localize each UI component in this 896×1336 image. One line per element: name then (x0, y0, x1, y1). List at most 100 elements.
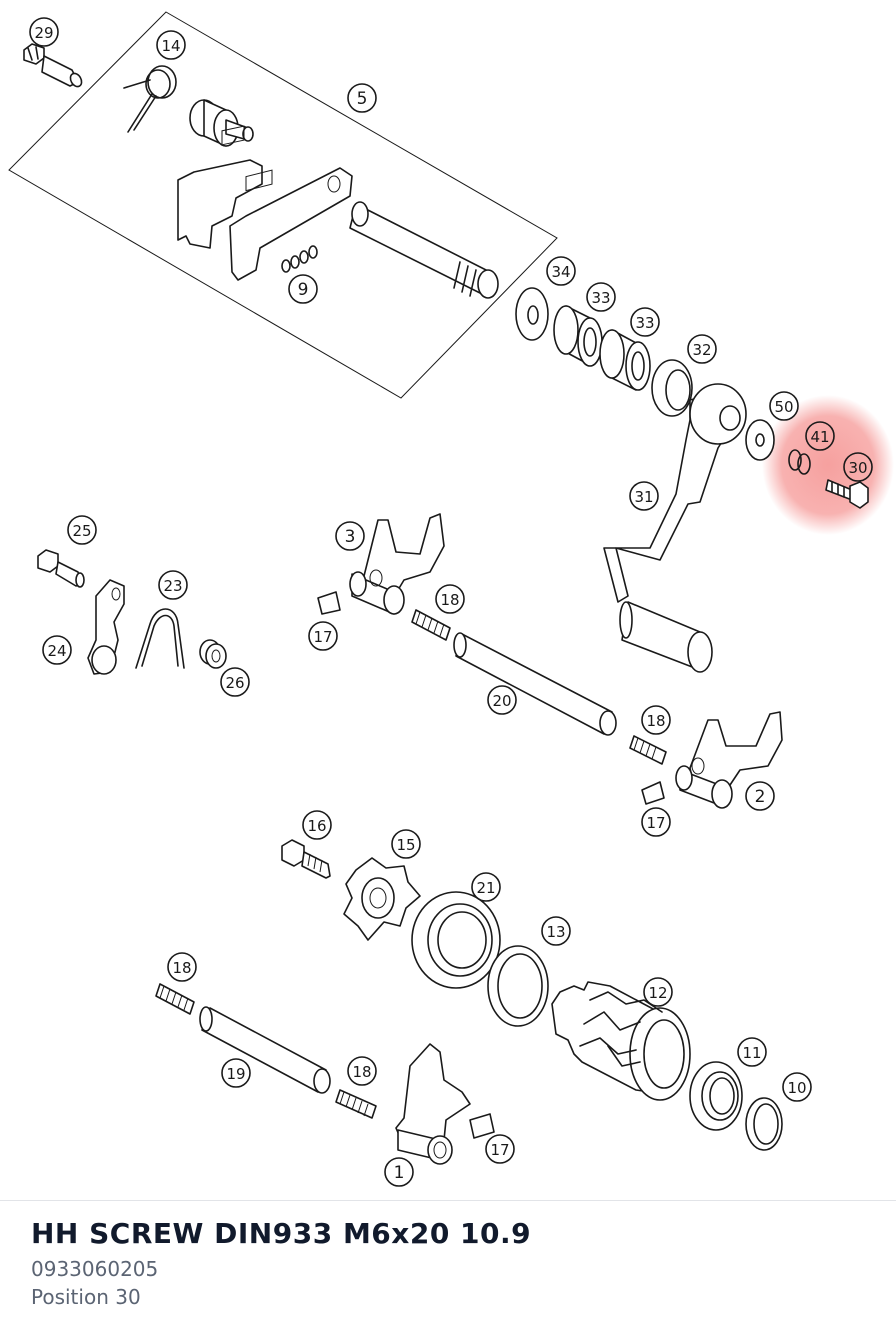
callout-number: 24 (47, 642, 66, 660)
part-41-spring-washer (788, 449, 811, 475)
callout-circle (782, 1072, 812, 1102)
part-18-spring-lower-left (155, 983, 195, 1015)
callout-number: 2 (755, 787, 766, 807)
callout-number: 31 (634, 488, 653, 506)
callout-16[interactable]: 16 (302, 810, 332, 840)
part-19-fork-shaft (199, 1006, 331, 1094)
callout-circle (347, 83, 377, 113)
callout-circle (805, 421, 835, 451)
callout-17[interactable]: 17 (308, 621, 338, 651)
callout-labels: 29 14 5 9 34 33 33 32 50 41 30 31 25 3 23 18 17 24 26 20 18 2… (29, 17, 873, 1187)
callout-number: 18 (352, 1063, 371, 1081)
callout-circle (641, 705, 671, 735)
callout-circle (641, 807, 671, 837)
callout-9[interactable]: 9 (288, 274, 318, 304)
callout-number: 33 (591, 289, 610, 307)
callout-number: 9 (298, 280, 309, 300)
part-13-ring (487, 945, 549, 1027)
part-20-fork-shaft (453, 632, 617, 736)
callout-1[interactable]: 1 (384, 1157, 414, 1187)
callout-33[interactable]: 33 (630, 307, 660, 337)
callout-18[interactable]: 18 (435, 584, 465, 614)
callout-26[interactable]: 26 (220, 667, 250, 697)
callout-number: 3 (345, 527, 356, 547)
part-3-shift-fork (349, 513, 445, 615)
callout-10[interactable]: 10 (782, 1072, 812, 1102)
callout-32[interactable]: 32 (687, 334, 717, 364)
callout-5[interactable]: 5 (347, 83, 377, 113)
callout-25[interactable]: 25 (67, 515, 97, 545)
callout-number: 29 (34, 24, 53, 42)
callout-number: 41 (810, 428, 829, 446)
part-18-spring-lower-middle (335, 1089, 377, 1119)
part-14-spring (123, 65, 177, 133)
callout-number: 33 (635, 314, 654, 332)
callout-24[interactable]: 24 (42, 635, 72, 665)
callout-circle (302, 810, 332, 840)
callout-circle (485, 1134, 515, 1164)
callout-number: 15 (396, 836, 415, 854)
callout-circle (687, 334, 717, 364)
callout-18[interactable]: 18 (347, 1056, 377, 1086)
part-32-seal (651, 359, 693, 417)
callout-number: 12 (648, 984, 667, 1002)
callout-33[interactable]: 33 (586, 282, 616, 312)
callout-19[interactable]: 19 (221, 1058, 251, 1088)
callout-circle (158, 570, 188, 600)
callout-number: 5 (357, 89, 368, 109)
callout-50[interactable]: 50 (769, 391, 799, 421)
callout-circle (167, 952, 197, 982)
callout-41[interactable]: 41 (805, 421, 835, 451)
part-shift-lever (229, 167, 353, 281)
part-info-panel: HH SCREW DIN933 M6x20 10.9 0933060205 Po… (0, 1200, 896, 1336)
callout-circle (541, 916, 571, 946)
part-33-bushing-a (553, 305, 603, 367)
part-24-lever (87, 579, 125, 675)
callout-31[interactable]: 31 (629, 481, 659, 511)
part-34-washer (515, 287, 549, 341)
callout-circle (737, 1037, 767, 1067)
part-11-bearing (689, 1061, 743, 1131)
part-16-bolt (281, 839, 331, 879)
callout-20[interactable]: 20 (487, 685, 517, 715)
part-position: Position 30 (31, 1285, 141, 1309)
part-29-bolt (23, 43, 83, 88)
callout-11[interactable]: 11 (737, 1037, 767, 1067)
callout-34[interactable]: 34 (546, 256, 576, 286)
callout-number: 14 (161, 37, 180, 55)
callout-29[interactable]: 29 (29, 17, 59, 47)
callout-circle (391, 829, 421, 859)
callout-23[interactable]: 23 (158, 570, 188, 600)
callout-15[interactable]: 15 (391, 829, 421, 859)
callout-circle (745, 781, 775, 811)
callout-number: 1 (394, 1163, 405, 1183)
callout-number: 50 (774, 398, 793, 416)
callout-number: 10 (787, 1079, 806, 1097)
part-21-bearing (411, 891, 501, 989)
callout-17[interactable]: 17 (641, 807, 671, 837)
callout-number: 11 (742, 1044, 761, 1062)
callout-circle (67, 515, 97, 545)
callout-17[interactable]: 17 (485, 1134, 515, 1164)
callout-12[interactable]: 12 (643, 977, 673, 1007)
part-33-bushing-b (599, 329, 651, 391)
callout-18[interactable]: 18 (641, 705, 671, 735)
callout-3[interactable]: 3 (335, 521, 365, 551)
callout-circle (769, 391, 799, 421)
callout-13[interactable]: 13 (541, 916, 571, 946)
callout-circle (586, 282, 616, 312)
callout-18[interactable]: 18 (167, 952, 197, 982)
callout-number: 30 (848, 459, 867, 477)
part-number: 0933060205 (31, 1257, 159, 1281)
callout-14[interactable]: 14 (156, 30, 186, 60)
part-25-bolt (37, 549, 85, 588)
callout-circle (220, 667, 250, 697)
part-17-pin-upper (317, 591, 341, 615)
callout-21[interactable]: 21 (471, 872, 501, 902)
callout-2[interactable]: 2 (745, 781, 775, 811)
callout-number: 17 (646, 814, 665, 832)
callout-number: 34 (551, 263, 570, 281)
callout-circle (643, 977, 673, 1007)
callout-30[interactable]: 30 (843, 452, 873, 482)
part-name: HH SCREW DIN933 M6x20 10.9 (31, 1217, 532, 1250)
